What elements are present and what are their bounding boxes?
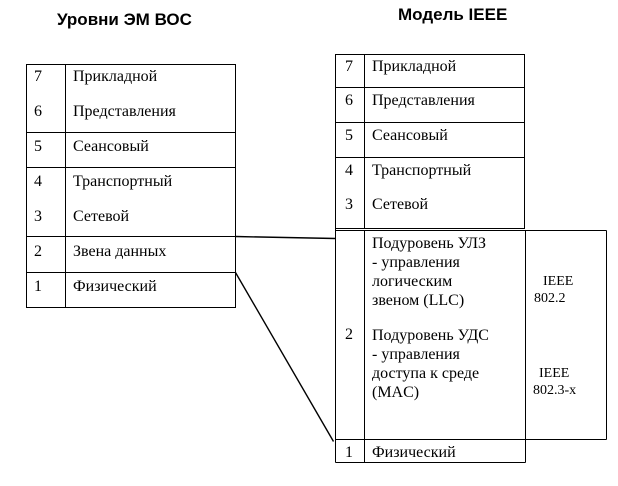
- connector-bottom: [234, 272, 335, 442]
- right-sublayer-llc: Подуровень УЛЗ - управления логическим з…: [372, 235, 487, 309]
- left-layer-3-name: Сетевой: [73, 208, 130, 225]
- right-layer-6-num: 6: [345, 92, 353, 109]
- right-sublayer-mac: Подуровень УДС - управления доступа к ср…: [372, 327, 489, 401]
- connector-lines: [234, 235, 336, 442]
- left-layer-7-name: Прикладной: [73, 68, 158, 85]
- right-layer-1-name: Физический: [372, 444, 456, 461]
- mac-standard-line1: IEEE: [539, 366, 570, 381]
- right-layer-5-num: 5: [345, 127, 353, 144]
- right-layer-3-name: Сетевой: [372, 196, 429, 213]
- left-layer-1-num: 1: [34, 278, 42, 295]
- left-table-grid: [26, 64, 236, 308]
- left-layer-7-num: 7: [34, 68, 42, 85]
- mac-standard-line2: 802.3-x: [533, 383, 577, 398]
- llc-standard-line1: IEEE: [543, 274, 574, 289]
- left-layer-6-num: 6: [34, 103, 42, 120]
- left-layer-5-name: Сеансовый: [73, 138, 149, 155]
- right-table-grid: [335, 54, 607, 463]
- left-layer-1-name: Физический: [73, 278, 157, 295]
- right-layer-5-name: Сеансовый: [372, 127, 448, 144]
- right-layer-2-num: 2: [345, 326, 353, 343]
- left-layer-2-name: Звена данных: [73, 243, 167, 260]
- left-layer-3-num: 3: [34, 208, 42, 225]
- right-layer-7-name: Прикладной: [372, 58, 457, 75]
- left-layer-4-num: 4: [34, 173, 42, 190]
- right-layer-1-num: 1: [345, 444, 353, 461]
- llc-standard-line2: 802.2: [534, 291, 566, 306]
- right-layer-4-name: Транспортный: [372, 162, 472, 179]
- right-layer-3-num: 3: [345, 196, 353, 213]
- left-layer-4-name: Транспортный: [73, 173, 173, 190]
- left-layer-5-num: 5: [34, 138, 42, 155]
- right-layer-6-name: Представления: [372, 92, 475, 109]
- left-title: Уровни ЭМ ВОС: [57, 10, 192, 29]
- right-layer-4-num: 4: [345, 162, 353, 179]
- connector-top: [235, 235, 336, 240]
- right-layer-7-num: 7: [345, 58, 353, 75]
- right-title: Модель IEEE: [398, 5, 508, 24]
- left-layer-6-name: Представления: [73, 103, 176, 120]
- left-layer-2-num: 2: [34, 243, 42, 260]
